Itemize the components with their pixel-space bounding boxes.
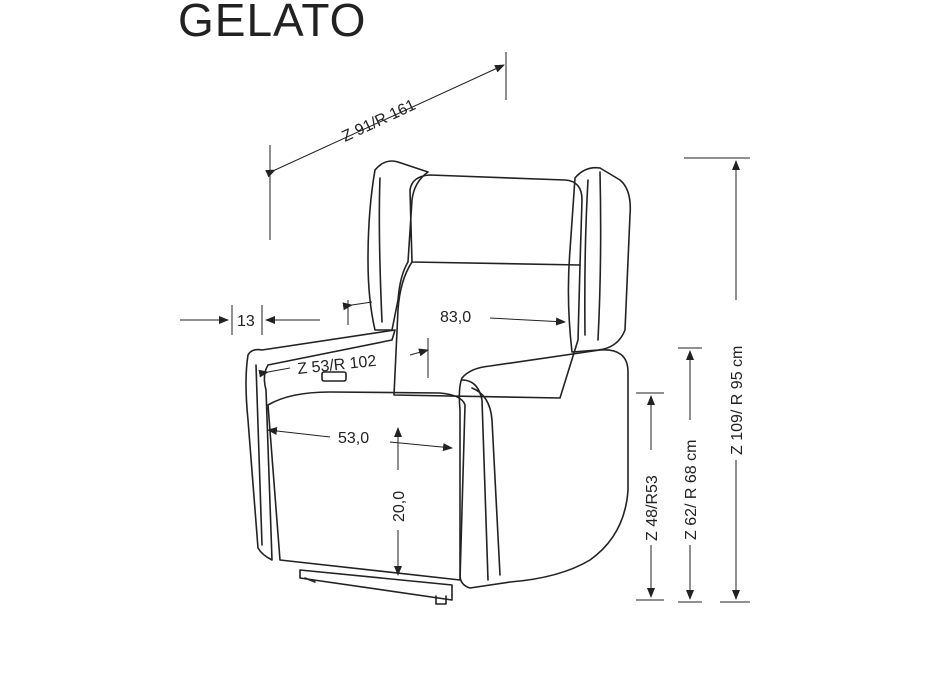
seat-height-label: Z 48/R53 (644, 475, 661, 541)
control-button (321, 371, 347, 382)
right-arm (458, 349, 629, 589)
left-arm (245, 329, 396, 561)
depth-total-label: Z 91/R 161 (340, 97, 419, 146)
arm-height-label: Z 62/ R 68 cm (683, 440, 700, 540)
seat-cushion-label: 20,0 (391, 491, 408, 522)
right-wing (567, 166, 632, 353)
product-title: GELATO (178, 0, 367, 46)
arm-width-label: 13 (237, 313, 255, 330)
armchair-outline (245, 160, 632, 605)
recliner-base (299, 569, 453, 601)
dimension-lines (180, 52, 750, 603)
back-width-label: 83,0 (440, 309, 471, 326)
seat-cushion (267, 391, 466, 581)
seat-width-label: 53,0 (338, 430, 369, 447)
back-lower (393, 261, 581, 399)
back-cushion (409, 174, 583, 266)
total-height-label: Z 109/ R 95 cm (729, 346, 746, 455)
